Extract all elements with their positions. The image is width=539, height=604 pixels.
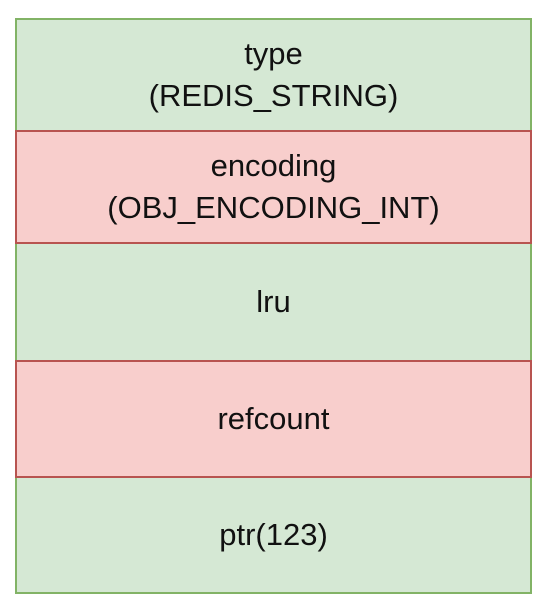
- field-type: type (REDIS_STRING): [15, 18, 532, 132]
- field-ptr: ptr(123): [15, 476, 532, 594]
- field-lru: lru: [15, 242, 532, 362]
- field-encoding: encoding (OBJ_ENCODING_INT): [15, 130, 532, 244]
- field-encoding-value: (OBJ_ENCODING_INT): [107, 190, 440, 225]
- field-refcount-name: refcount: [217, 401, 330, 436]
- field-lru-name: lru: [256, 284, 291, 319]
- field-refcount: refcount: [15, 360, 532, 478]
- field-type-name: type: [244, 36, 303, 71]
- field-ptr-name: ptr(123): [219, 517, 328, 552]
- field-encoding-name: encoding: [210, 148, 337, 183]
- field-type-value: (REDIS_STRING): [148, 78, 399, 113]
